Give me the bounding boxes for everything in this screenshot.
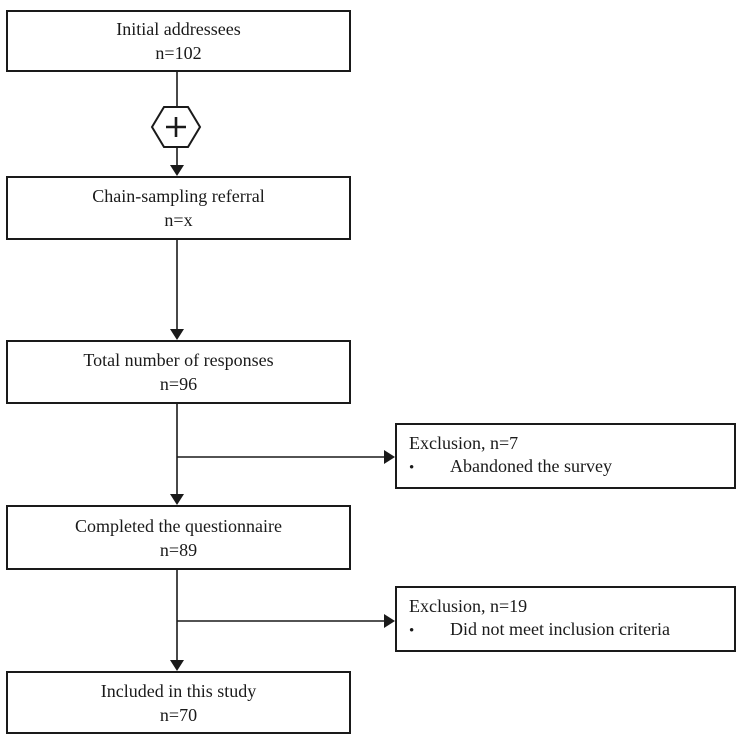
node-label: Total number of responses (83, 350, 274, 370)
exclusion-reason-row: • Did not meet inclusion criteria (409, 618, 670, 643)
hexagon-plus-icon (150, 106, 202, 148)
exclusion-reason: Abandoned the survey (450, 456, 612, 476)
node-total-responses: Total number of responses n=96 (6, 340, 351, 404)
node-count: n=89 (159, 539, 198, 560)
node-included-in-study: Included in this study n=70 (6, 671, 351, 734)
exclusion-reason: Did not meet inclusion criteria (450, 619, 670, 639)
exclusion-reason-row: • Abandoned the survey (409, 455, 612, 480)
node-count: n=96 (159, 374, 198, 394)
node-exclusion-2: Exclusion, n=19 • Did not meet inclusion… (395, 586, 736, 652)
node-label: Initial addressees (116, 19, 241, 39)
node-label: Included in this study (100, 680, 257, 701)
node-label: Completed the questionnaire (75, 515, 282, 536)
exclusion-title: Exclusion, n=7 (409, 433, 519, 453)
node-completed-questionnaire: Completed the questionnaire n=89 (6, 505, 351, 570)
node-count: n=102 (155, 43, 202, 63)
node-exclusion-1: Exclusion, n=7 • Abandoned the survey (395, 423, 736, 489)
node-chain-sampling-referral: Chain-sampling referral n=x (6, 176, 351, 240)
node-count: n=x (164, 210, 193, 230)
bullet-icon: • (409, 460, 415, 476)
node-label: Chain-sampling referral (92, 186, 265, 206)
node-initial-addressees: Initial addressees n=102 (6, 10, 351, 72)
bullet-icon: • (409, 623, 415, 639)
merge-hexagon (150, 105, 202, 149)
node-count: n=70 (159, 704, 198, 725)
exclusion-title: Exclusion, n=19 (409, 596, 528, 616)
